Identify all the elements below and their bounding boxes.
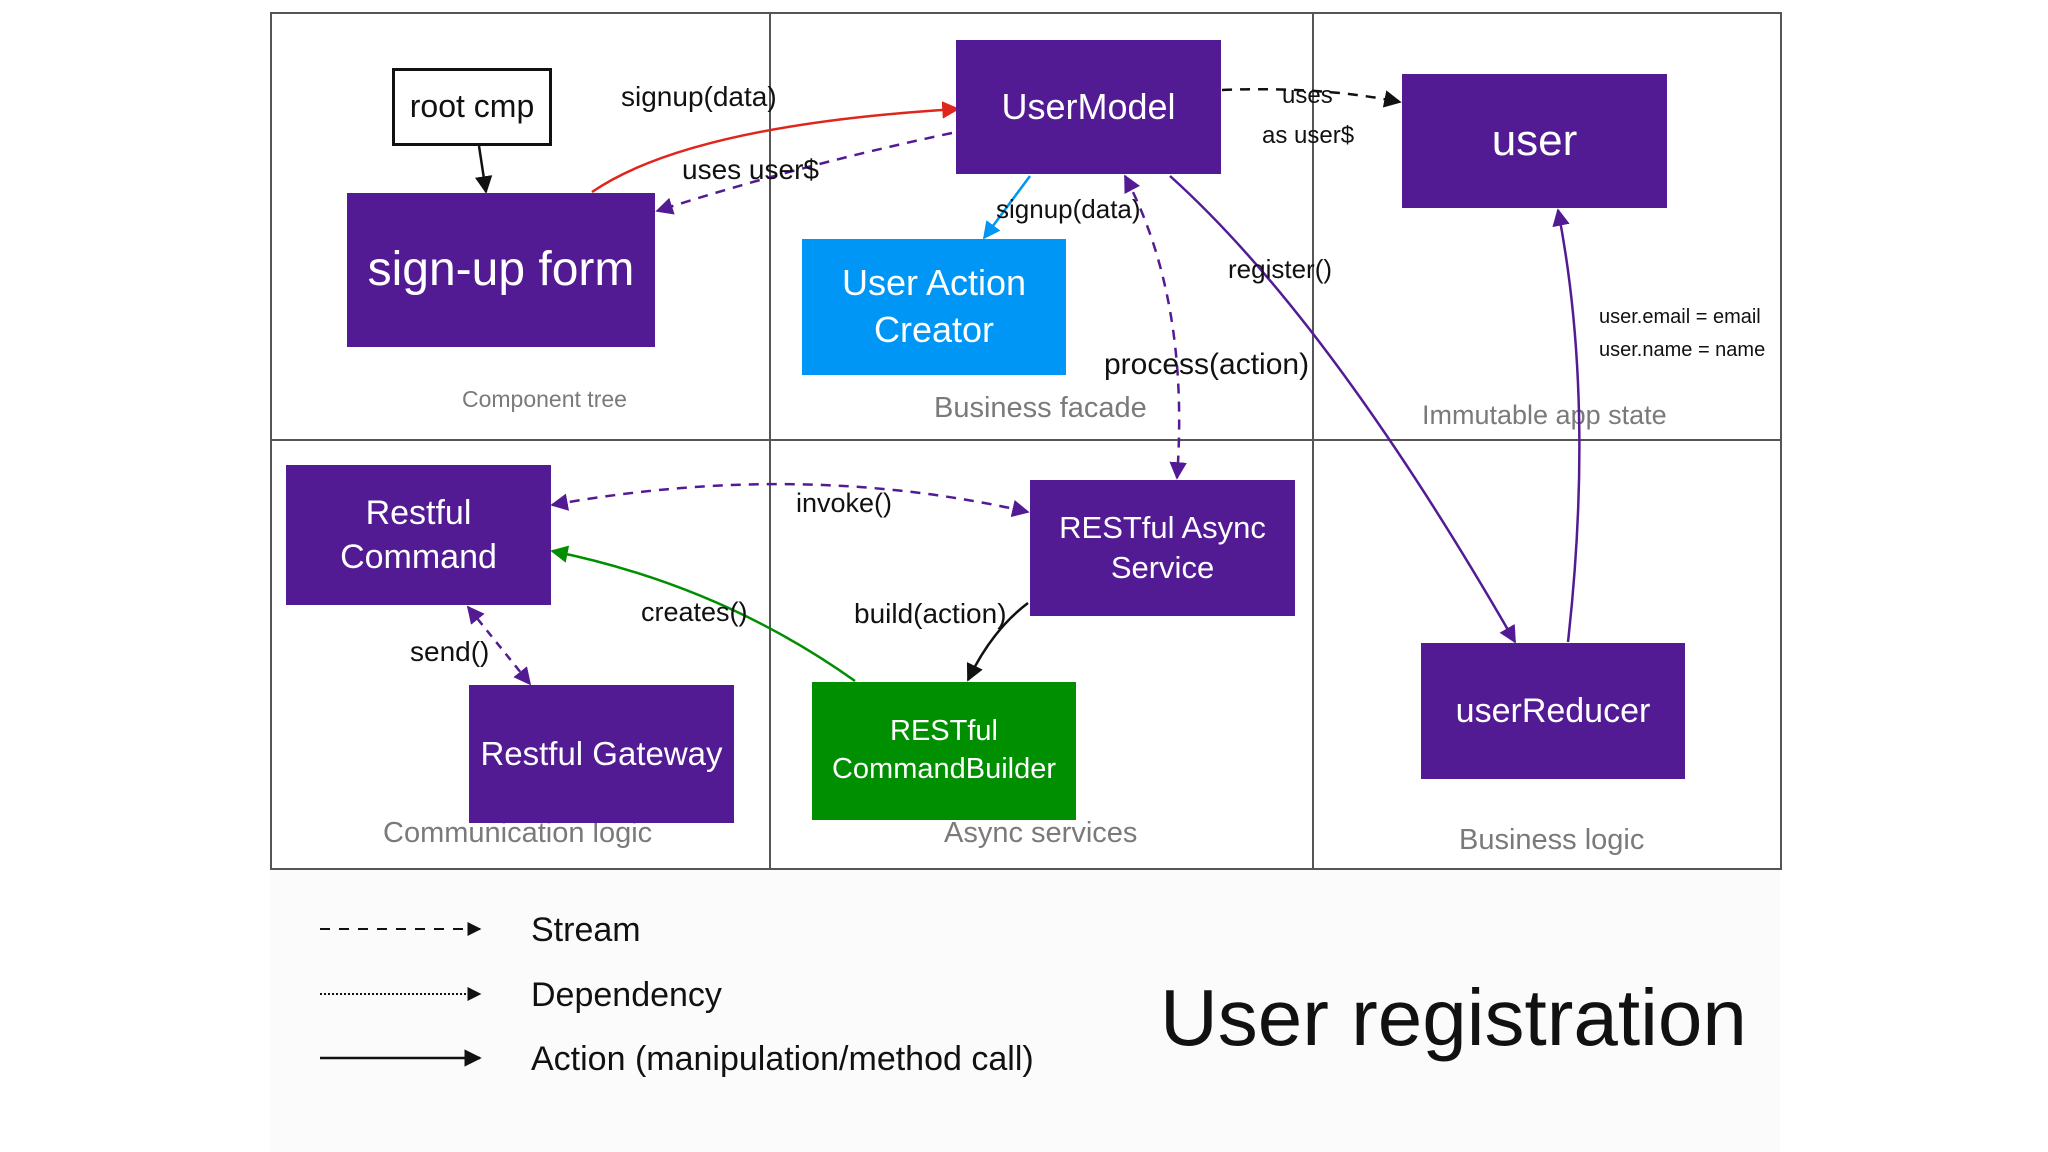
label-signup-data-1: signup(data) bbox=[621, 81, 777, 112]
edge-invoke bbox=[550, 482, 1030, 518]
edge-form-signup bbox=[591, 101, 960, 194]
user-reducer-node: userReducer bbox=[1421, 643, 1685, 779]
label-creates: creates() bbox=[641, 597, 748, 627]
edge-root-to-form bbox=[474, 145, 493, 194]
restful-command-builder-node: RESTful CommandBuilder bbox=[812, 682, 1076, 820]
label-invoke: invoke() bbox=[796, 488, 893, 518]
diagram-title: User registration bbox=[1160, 973, 1747, 1062]
legend-stream-label: Stream bbox=[531, 911, 641, 949]
edge-usermodel-uses-user bbox=[1221, 87, 1402, 108]
edge-process-action bbox=[1123, 174, 1187, 480]
label-build-action: build(action) bbox=[854, 598, 1007, 629]
edge-usermodel-action-creator bbox=[982, 175, 1032, 240]
label-uses: uses bbox=[1282, 82, 1333, 109]
user-action-creator-node: User Action Creator bbox=[802, 239, 1066, 375]
edge-build-action bbox=[966, 602, 1029, 682]
legend-dependency-label: Dependency bbox=[531, 976, 722, 1014]
label-user-name: user.name = name bbox=[1599, 339, 1766, 361]
legend-panel bbox=[270, 868, 1780, 1152]
section-label-component-tree: Component tree bbox=[462, 386, 627, 412]
edge-send bbox=[466, 605, 532, 686]
user-state-node: user bbox=[1402, 74, 1667, 208]
grid-divider-right bbox=[1312, 12, 1314, 870]
edge-creates bbox=[550, 545, 856, 683]
edge-reducer-to-user bbox=[1552, 208, 1581, 643]
section-label-business-facade: Business facade bbox=[934, 392, 1147, 424]
legend-action-label: Action (manipulation/method call) bbox=[531, 1040, 1034, 1078]
section-label-immutable-state: Immutable app state bbox=[1422, 400, 1667, 430]
label-signup-data-2: signup(data) bbox=[996, 194, 1141, 224]
restful-command-node: Restful Command bbox=[286, 465, 551, 605]
edge-usermodel-stream-form bbox=[655, 131, 953, 215]
label-process-action: process(action) bbox=[1104, 348, 1310, 381]
label-uses-user: uses user$ bbox=[682, 154, 819, 185]
section-label-business-logic: Business logic bbox=[1459, 824, 1645, 856]
label-register: register() bbox=[1228, 254, 1333, 284]
label-send: send() bbox=[410, 636, 490, 667]
edge-register bbox=[1169, 175, 1517, 644]
section-label-async-services: Async services bbox=[944, 817, 1138, 849]
root-cmp-node: root cmp bbox=[392, 68, 552, 146]
grid-frame bbox=[270, 12, 1782, 870]
restful-async-service-node: RESTful Async Service bbox=[1030, 480, 1295, 616]
signup-form-node: sign-up form bbox=[347, 193, 655, 347]
grid-divider-left bbox=[769, 12, 771, 870]
label-user-email: user.email = email bbox=[1599, 306, 1761, 328]
label-as-user: as user$ bbox=[1262, 122, 1355, 149]
grid-divider-middle bbox=[270, 439, 1782, 441]
restful-gateway-node: Restful Gateway bbox=[469, 685, 734, 823]
user-model-node: UserModel bbox=[956, 40, 1221, 174]
